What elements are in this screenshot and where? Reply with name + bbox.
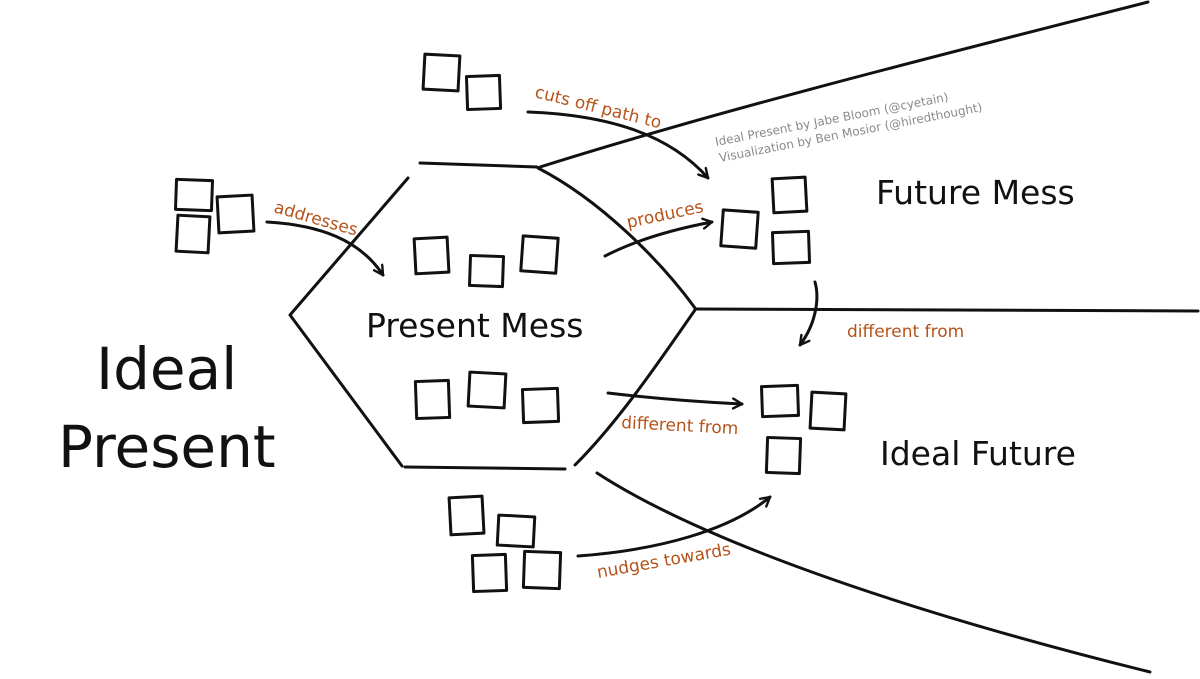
different-from-future-label: different from	[847, 322, 964, 342]
present-mess-hexagon	[288, 161, 697, 471]
sticky-notes-cuts-off	[421, 52, 503, 112]
sticky-notes-present-mess-top	[412, 234, 560, 289]
present-mess-label: Present Mess	[366, 306, 583, 345]
future-mess-label: Future Mess	[876, 173, 1075, 212]
nudges-towards-arrow	[576, 495, 772, 558]
cuts-off-path-arrow	[526, 110, 710, 180]
ideal-future-boundary-line	[595, 471, 1152, 674]
produces-arrow	[603, 222, 714, 258]
ideal-present-label-line1: Ideal	[96, 335, 237, 403]
addresses-label: addresses	[272, 198, 360, 241]
sticky-notes-addresses	[173, 177, 256, 255]
different-from-present-arrow	[606, 391, 744, 404]
future-mess-boundary-line	[538, 0, 1150, 169]
different-from-future-arrow	[798, 280, 819, 347]
middle-divider-line	[693, 307, 1200, 313]
future-cone-lines	[538, 0, 1200, 674]
ideal-present-label-line2: Present	[58, 413, 276, 481]
nudges-towards-label: nudges towards	[595, 540, 732, 583]
sticky-notes-ideal-future	[759, 383, 848, 476]
ideal-future-label: Ideal Future	[880, 434, 1076, 473]
produces-label: produces	[625, 197, 706, 233]
sticky-notes-nudges	[447, 494, 563, 594]
sticky-notes-future-mess	[719, 175, 812, 266]
different-from-present-label: different from	[621, 413, 739, 439]
cuts-off-path-to-label: cuts off path to	[533, 82, 664, 133]
sticky-notes-present-mess-bottom	[413, 370, 561, 425]
addresses-arrow	[265, 220, 385, 277]
